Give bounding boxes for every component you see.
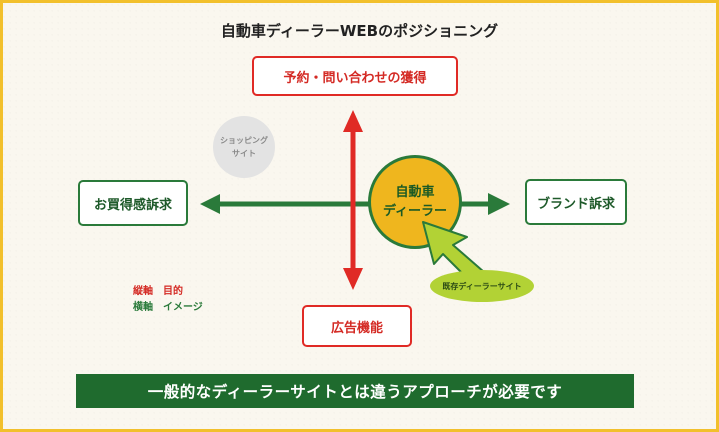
axis-right-label: ブランド訴求 [525, 179, 627, 225]
legend-horizontal-axis: 横軸 [133, 302, 153, 313]
existing-site-ellipse: 既存ディーラーサイト [430, 270, 534, 302]
down-arrowhead [343, 268, 363, 290]
up-arrowhead [343, 110, 363, 132]
legend-vertical: 縦軸目的 [133, 282, 183, 297]
legend-vertical-axis: 縦軸 [133, 286, 153, 297]
axis-bottom-label: 広告機能 [302, 305, 412, 347]
conclusion-banner: 一般的なディーラーサイトとは違うアプローチが必要です [76, 374, 634, 408]
shopping-site-line2: サイト [232, 149, 256, 158]
shopping-site-circle: ショッピング サイト [213, 116, 275, 178]
axis-left-label: お買得感訴求 [78, 180, 188, 226]
axis-top-label: 予約・問い合わせの獲得 [252, 56, 458, 96]
legend-horizontal-meaning: イメージ [163, 302, 203, 313]
diagram-title: 自動車ディーラーWEBのポジショニング [220, 22, 499, 40]
dealer-line1: 自動車 [395, 185, 435, 200]
dealer-line2: ディーラー [382, 204, 448, 219]
legend-vertical-meaning: 目的 [163, 286, 183, 297]
legend-horizontal: 横軸イメージ [133, 298, 203, 313]
left-arrowhead [200, 194, 220, 214]
shopping-site-line1: ショッピング [220, 136, 268, 145]
right-arrowhead [488, 193, 510, 215]
